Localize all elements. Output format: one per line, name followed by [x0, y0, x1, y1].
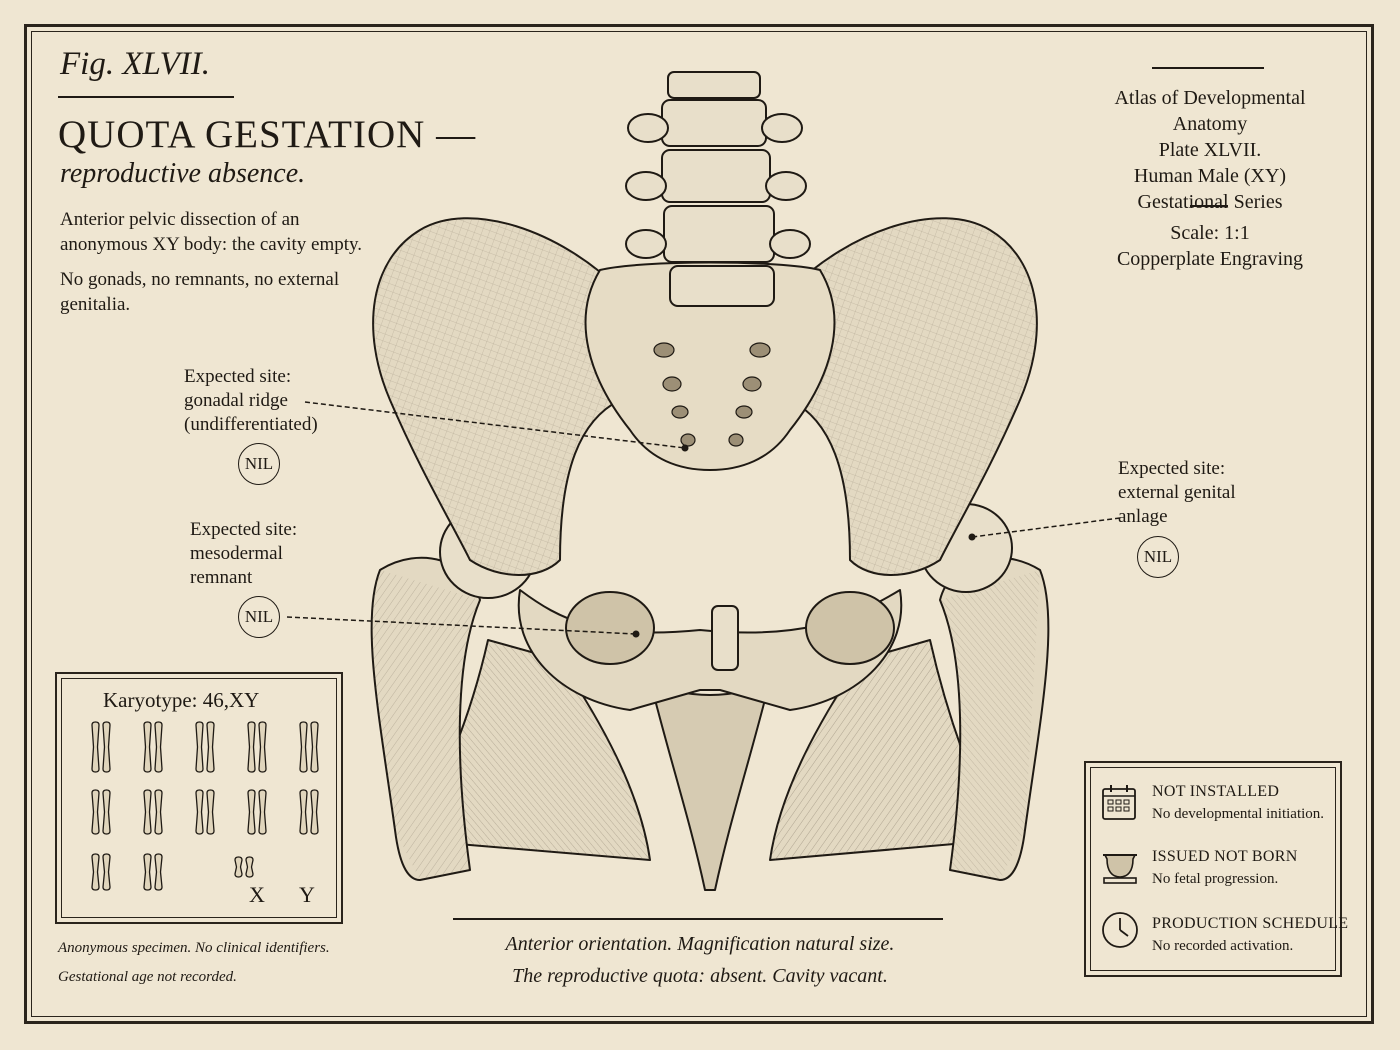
chromosome [195, 721, 204, 773]
title-rule [58, 96, 234, 98]
method: Copperplate Engraving [1116, 248, 1304, 270]
footnote-line-2: Gestational age not recorded. [58, 969, 237, 985]
inner-frame [31, 31, 1367, 1017]
legend-heading-issued-not-born: ISSUED NOT BORN [1152, 848, 1298, 865]
plate-info: Atlas of Developmental Anatomy Plate XLV… [1080, 85, 1340, 215]
nil-badge-mesodermal-remnant: NIL [238, 596, 280, 638]
chromosome [91, 789, 100, 835]
subject: Human Male (XY) [1133, 165, 1287, 187]
y-chromosome-label: Y [299, 882, 315, 907]
outer-frame [24, 24, 1374, 1024]
chromosome-grid [91, 721, 319, 891]
incubator-icon [1103, 854, 1137, 884]
plate-title: QUOTA GESTATION — [58, 113, 477, 156]
description-paragraph-2: No gonads, no remnants, no external geni… [60, 269, 340, 315]
legend-text-issued-not-born: No fetal progression. [1152, 871, 1279, 887]
annotation-genital-anlage: Expected site: external genital anlage [1118, 458, 1236, 527]
annotation-gonadal-ridge: Expected site: gonadal ridge (undifferen… [184, 366, 318, 435]
chromosome [245, 856, 254, 878]
nil-badge-genital-anlage: NIL [1137, 536, 1179, 578]
chromosome [154, 853, 163, 891]
genital-anlage-leader [971, 517, 1121, 538]
legend-heading-production-schedule: PRODUCTION SCHEDULE [1152, 915, 1349, 932]
chromosome [91, 721, 100, 773]
status-legend: NOT INSTALLED No developmental initiatio… [1084, 761, 1348, 977]
calendar-icon [1102, 785, 1136, 820]
scale: Scale: 1:1 [1170, 222, 1250, 244]
legend-text-not-installed: No developmental initiation. [1152, 806, 1325, 822]
footnote-line-1: Anonymous specimen. No clinical identifi… [58, 940, 330, 956]
chromosome [102, 789, 111, 835]
series: Gestational Series [1137, 191, 1283, 213]
legend-heading-not-installed: NOT INSTALLED [1152, 783, 1280, 800]
nil-badge-gonadal-ridge: NIL [238, 443, 280, 485]
meta-rule-top [1152, 67, 1264, 69]
karyotype-title: Karyotype: 46,XY [103, 688, 260, 712]
right-obturator-foramen [805, 591, 895, 665]
description-paragraph-1: Anterior pelvic dissection of an anonymo… [60, 209, 363, 255]
chromosome [258, 789, 267, 835]
chromosome [234, 856, 243, 878]
caption-line-2: The reproductive quota: absent. Cavity v… [512, 965, 888, 987]
plate-subtitle: reproductive absence. [60, 158, 306, 189]
chromosome [102, 853, 111, 891]
chromosome [299, 789, 308, 835]
sacrum [584, 261, 836, 471]
mesodermal-remnant-leader [286, 616, 637, 635]
chromosome [102, 721, 111, 773]
chromosome [154, 789, 163, 835]
pubic-symphysis [711, 605, 739, 671]
annotation-mesodermal-remnant: Expected site: mesodermal remnant [190, 519, 298, 588]
status-legend-inner [1090, 767, 1336, 971]
caption-line-1: Anterior orientation. Magnification natu… [505, 933, 895, 955]
chromosome [258, 721, 267, 773]
plate-technique: Scale: 1:1 Copperplate Engraving [1080, 220, 1340, 272]
figure-number: Fig. XLVII. [60, 46, 210, 82]
left-obturator-foramen [565, 591, 655, 665]
meta-rule-mid [1190, 205, 1228, 207]
chromosome [299, 721, 308, 773]
karyotype-panel-inner [61, 678, 337, 918]
chromosome [143, 721, 152, 773]
chromosome [247, 721, 256, 773]
chromosome [247, 789, 256, 835]
karyotype-panel: Karyotype: 46,XY X Y [55, 672, 343, 924]
chromosome [143, 853, 152, 891]
plate-number: Plate XLVII. [1158, 139, 1262, 161]
caption-rule [453, 918, 943, 920]
x-chromosome-label: X [249, 882, 265, 907]
chromosome [206, 789, 215, 835]
chromosome [143, 789, 152, 835]
chromosome [154, 721, 163, 773]
chromosome [206, 721, 215, 773]
chromosome [310, 721, 319, 773]
clock-icon [1102, 912, 1138, 948]
lumbar-spine [625, 71, 811, 307]
legend-text-production-schedule: No recorded activation. [1152, 938, 1294, 954]
central-void [649, 679, 771, 891]
atlas-name: Atlas of Developmental Anatomy [1114, 87, 1306, 135]
chromosome [91, 853, 100, 891]
chromosome [195, 789, 204, 835]
chromosome [310, 789, 319, 835]
